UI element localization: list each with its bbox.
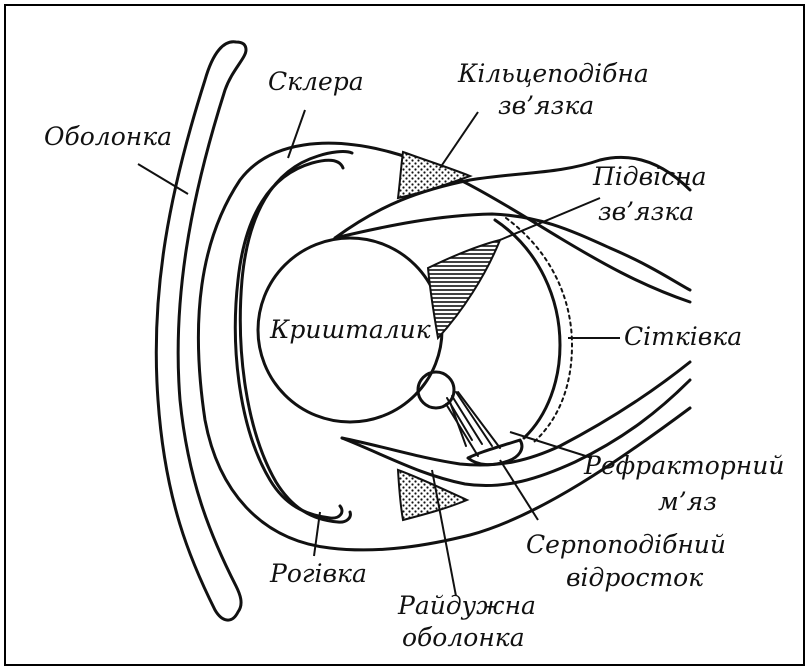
label-obolonka: Оболонка: [44, 122, 172, 151]
label-kryshtalyk: Кришталик: [269, 315, 431, 344]
label-serpo-1: Серпоподібний: [526, 530, 726, 559]
label-raiduzh-1: Райдужна: [397, 591, 536, 620]
leader-kiltse: [440, 112, 478, 168]
label-raiduzh-2: оболонка: [402, 623, 525, 652]
label-serpo-2: відросток: [566, 563, 703, 592]
label-sitkivka: Сітківка: [624, 322, 742, 351]
suspensory-ligament: [428, 240, 500, 338]
annular-ligament-top: [398, 152, 470, 198]
label-kiltse-2: зв’язка: [498, 91, 594, 120]
leader-sklera: [288, 110, 305, 158]
label-kiltse-1: Кільцеподібна: [457, 59, 649, 88]
refractor-muscle: [446, 392, 500, 456]
label-rogivka: Рогівка: [269, 559, 367, 588]
leader-serpo: [500, 460, 538, 520]
label-pidvisna-2: зв’язка: [598, 197, 694, 226]
label-refrakt-2: м’яз: [658, 487, 717, 516]
label-pidvisna-1: Підвісна: [592, 162, 707, 191]
retina-inner: [506, 218, 572, 442]
lower-septum: [342, 362, 690, 465]
label-refrakt-1: Рефракторний: [583, 451, 784, 480]
retina-outer: [495, 220, 560, 438]
label-sklera: Склера: [268, 67, 364, 96]
